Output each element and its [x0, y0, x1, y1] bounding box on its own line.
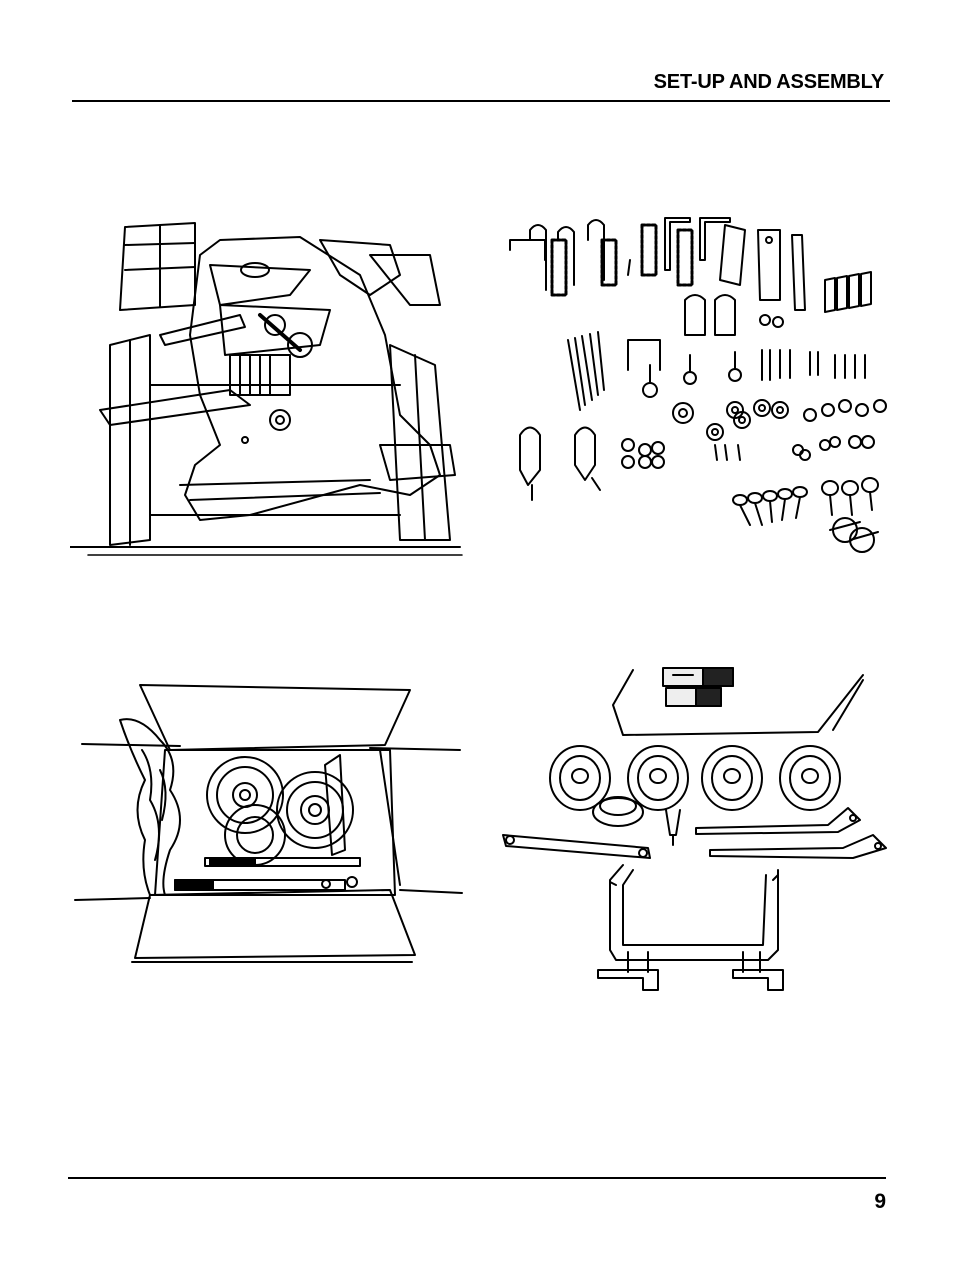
- page-title: SET-UP AND ASSEMBLY: [654, 71, 884, 94]
- boxed-wheels-illustration: [70, 680, 465, 965]
- header-rule: [72, 100, 890, 102]
- hardware-parts-illustration: [500, 210, 895, 555]
- page-number: 9: [874, 1190, 886, 1214]
- wheels-and-frame-parts-illustration: [498, 660, 893, 1000]
- footer-rule: [68, 1177, 886, 1179]
- machine-on-pallet-illustration: [70, 215, 465, 560]
